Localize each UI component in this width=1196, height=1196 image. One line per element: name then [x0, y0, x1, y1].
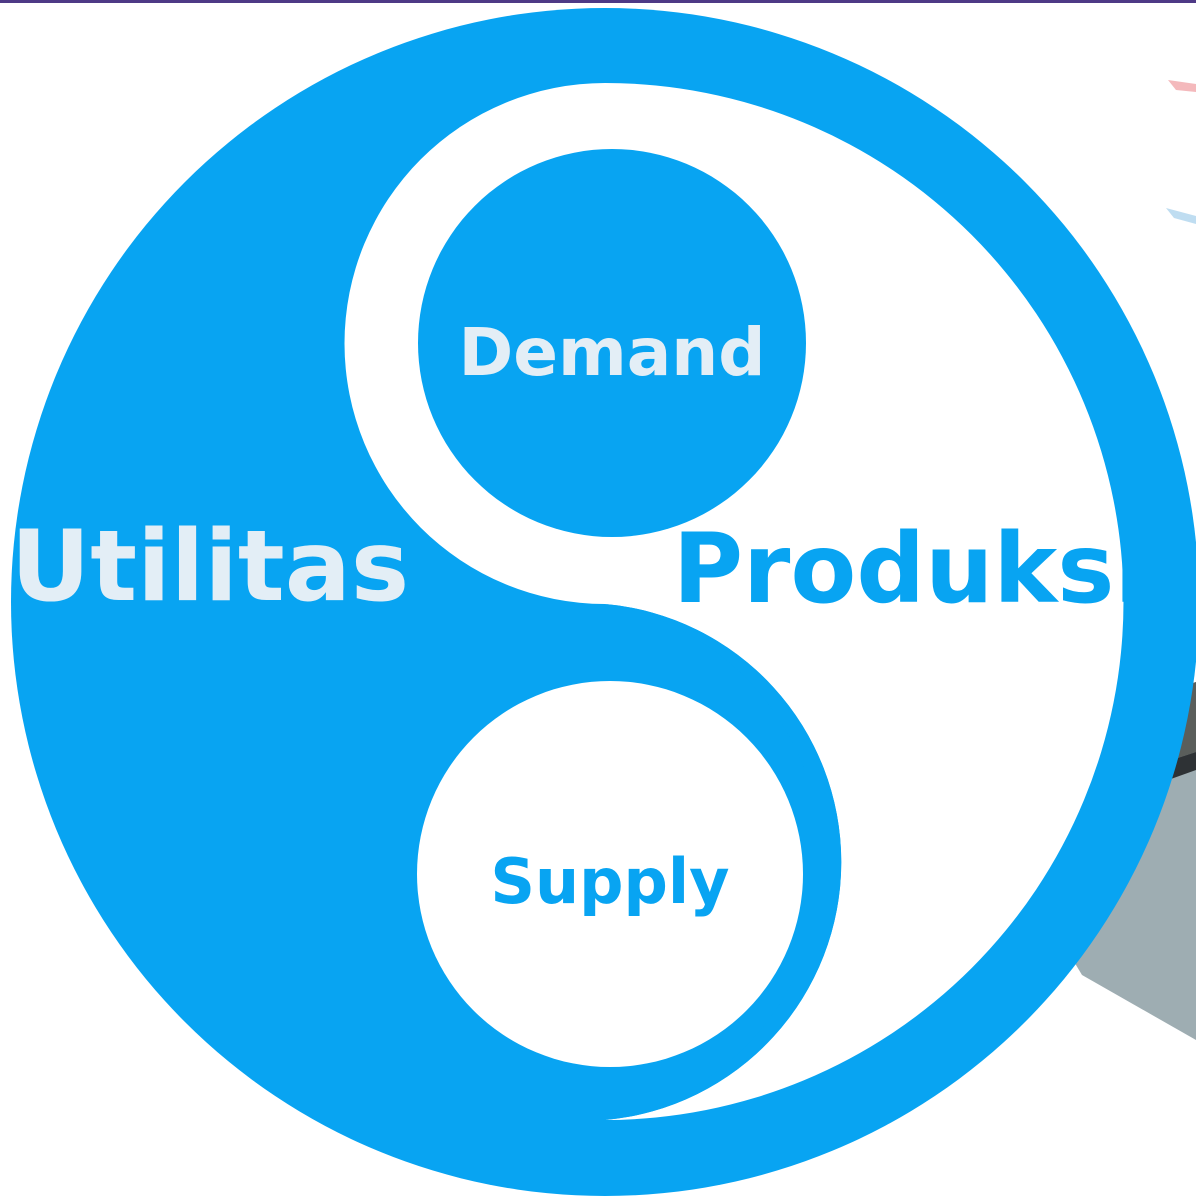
demand-label: Demand [458, 314, 765, 391]
top-border-line [0, 0, 1196, 3]
demand-circle [418, 149, 806, 537]
confetti-piece [1168, 80, 1196, 92]
supply-circle [417, 681, 803, 1067]
produksi-label: Produksi [673, 513, 1148, 625]
confetti-piece [1166, 208, 1196, 224]
utilitas-label: Utilitas [11, 510, 410, 624]
supply-label: Supply [490, 845, 729, 918]
